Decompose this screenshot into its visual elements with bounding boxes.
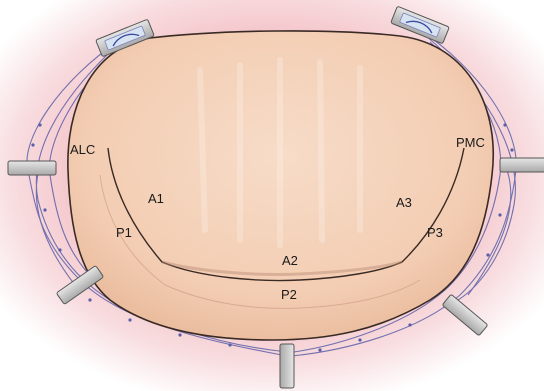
label-a1: A1 [148,191,164,206]
label-p1: P1 [116,225,132,240]
pledget-left [8,161,56,175]
label-pmc: PMC [456,135,485,150]
label-p2: P2 [281,287,297,302]
pledget-right [500,158,544,172]
label-p3: P3 [427,225,443,240]
label-a2: A2 [282,253,298,268]
pledget-bottom [280,344,294,388]
label-alc: ALC [70,142,95,157]
label-a3: A3 [396,195,412,210]
